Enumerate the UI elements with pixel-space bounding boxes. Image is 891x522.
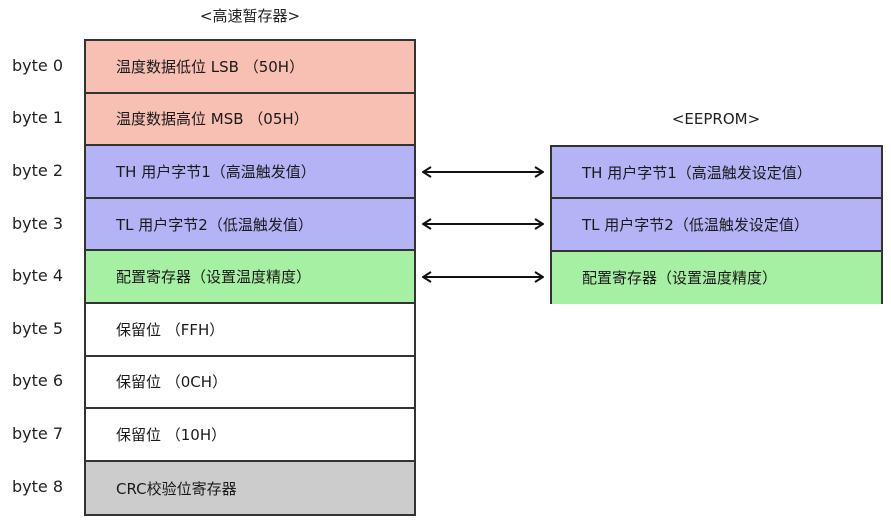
byte-label: byte 2 bbox=[12, 160, 64, 180]
byte-label: byte 6 bbox=[12, 371, 64, 391]
byte-label: byte 0 bbox=[12, 55, 64, 75]
eeprom-row: TH 用户字节1（高温触发设定值） bbox=[552, 147, 881, 200]
scratchpad-row: 温度数据高位 MSB （05H） bbox=[86, 93, 414, 147]
scratchpad-row: 温度数据低位 LSB （50H） bbox=[86, 41, 414, 94]
eeprom-table: TH 用户字节1（高温触发设定值） TL 用户字节2（低温触发设定值） 配置寄存… bbox=[550, 145, 883, 304]
scratchpad-row: TL 用户字节2（低温触发值） bbox=[86, 198, 414, 252]
scratchpad-row: 配置寄存器（设置温度精度） bbox=[86, 251, 414, 304]
scratchpad-row: 保留位 （FFH） bbox=[86, 303, 414, 357]
byte-label: byte 4 bbox=[12, 266, 64, 286]
eeprom-row: TL 用户字节2（低温触发设定值） bbox=[552, 199, 881, 252]
byte-label: byte 3 bbox=[12, 213, 64, 233]
arrows bbox=[416, 145, 550, 304]
byte-label: byte 1 bbox=[12, 108, 64, 128]
byte-labels: byte 0 byte 1 byte 2 byte 3 byte 4 byte … bbox=[0, 39, 80, 512]
scratchpad-title: <高速暂存器> bbox=[199, 7, 301, 25]
eeprom-row: 配置寄存器（设置温度精度） bbox=[552, 251, 881, 304]
byte-label: byte 5 bbox=[12, 318, 64, 338]
scratchpad-row: 保留位 （10H） bbox=[86, 409, 414, 462]
byte-label: byte 7 bbox=[12, 423, 64, 443]
scratchpad-table: 温度数据低位 LSB （50H） 温度数据高位 MSB （05H） TH 用户字… bbox=[84, 39, 416, 516]
scratchpad-row: 保留位 （0CH） bbox=[86, 356, 414, 410]
scratchpad-row: TH 用户字节1（高温触发值） bbox=[86, 146, 414, 199]
byte-label: byte 8 bbox=[12, 476, 64, 496]
eeprom-title: <EEPROM> bbox=[671, 110, 761, 128]
scratchpad-row: CRC校验位寄存器 bbox=[86, 461, 414, 515]
